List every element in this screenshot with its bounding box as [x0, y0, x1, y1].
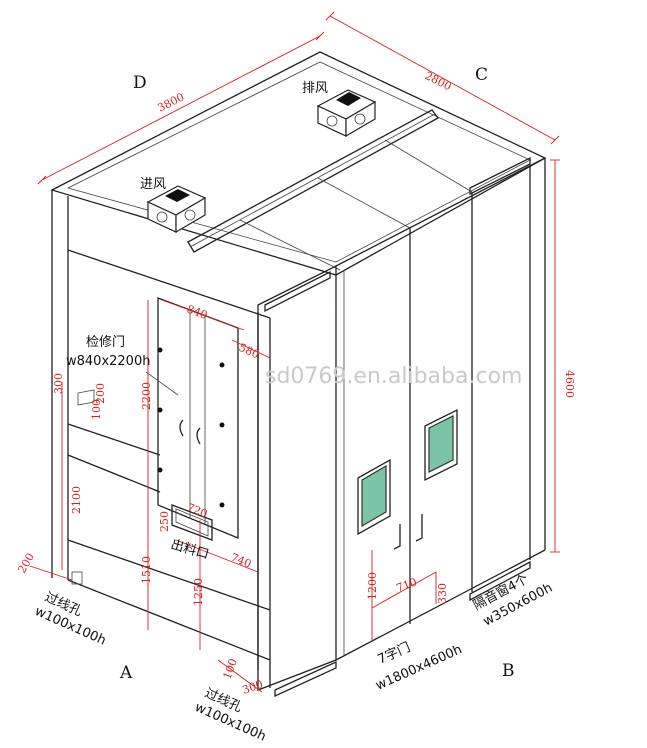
- roof: [50, 51, 547, 276]
- corner-label-c: C: [475, 65, 488, 85]
- dim-width-top: 2800: [423, 69, 454, 93]
- maintenance-door-size: w840x2200h: [66, 354, 150, 369]
- dim-side-100: 100: [90, 399, 103, 420]
- corner-label-b: B: [502, 661, 515, 681]
- exhaust-fan-label: 排风: [302, 81, 328, 96]
- door-handle-right: [415, 514, 423, 542]
- dim-outlet-250: 250: [158, 511, 171, 532]
- right-face: [257, 156, 546, 698]
- dim-front-710: 710: [395, 575, 419, 594]
- dim-door-height: 2200: [140, 382, 153, 410]
- outlet-opening: [171, 504, 213, 541]
- dim-front-1200: 1200: [366, 572, 379, 600]
- dim-outlet-740: 740: [229, 551, 253, 571]
- watermark: sd0769.en.alibaba.com: [265, 364, 522, 389]
- dim-outlet-1250: 1250: [192, 578, 205, 606]
- dim-bottom-300: 300: [241, 677, 265, 696]
- inlet-fan-icon: [146, 185, 207, 234]
- outlet-label: 出料口: [169, 537, 211, 562]
- dim-side-200: 200: [94, 383, 107, 404]
- door-handle-left: [393, 524, 401, 550]
- dim-left-1510: 1510: [140, 556, 153, 584]
- dim-panel-width: 840: [185, 303, 209, 322]
- double-door-label: 7字门: [376, 640, 413, 668]
- dim-bottom-200: 200: [15, 551, 37, 576]
- left-face: [51, 190, 271, 688]
- inlet-fan-label: 进风: [140, 177, 166, 192]
- corner-label-d: D: [133, 73, 147, 93]
- corner-label-a: A: [119, 663, 133, 683]
- dim-height-right: 4600: [563, 370, 576, 398]
- exhaust-fan-icon: [316, 89, 377, 138]
- dim-front-330: 330: [436, 583, 449, 604]
- dim-side-300: 300: [52, 373, 65, 394]
- dimension-lines: [29, 11, 560, 693]
- dim-bottom-100: 100: [221, 657, 240, 681]
- dim-left-2100: 2100: [70, 486, 83, 514]
- sound-window-right: [424, 408, 458, 482]
- maintenance-door-label: 检修门: [86, 335, 125, 350]
- sound-window-left: [357, 458, 391, 536]
- dim-length-top: 3800: [155, 90, 186, 114]
- maintenance-door: [157, 297, 239, 539]
